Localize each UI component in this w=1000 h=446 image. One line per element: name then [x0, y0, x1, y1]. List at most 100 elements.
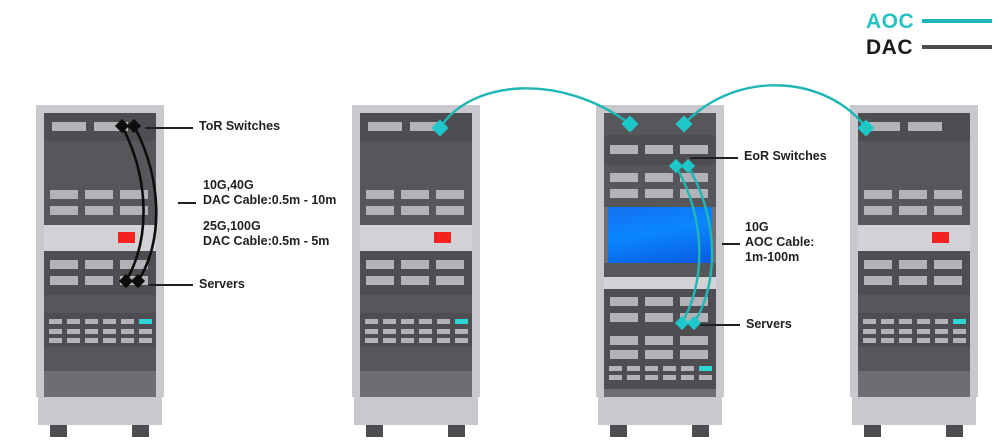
rack-leg [366, 425, 383, 437]
rack-4 [850, 105, 978, 437]
leader-eor-switches [690, 157, 738, 159]
eor-switch-shelf [604, 135, 716, 165]
port-active [953, 319, 966, 324]
server-slot [120, 206, 148, 215]
rack-inner [858, 113, 970, 397]
server-bay-lower [44, 251, 156, 295]
rack-base [598, 397, 722, 425]
server-slot [120, 190, 148, 199]
server-group-upper [44, 181, 156, 225]
legend-line-aoc [922, 19, 992, 23]
blank-panel [858, 295, 970, 313]
port-grid-panel [44, 313, 156, 347]
label-dac-spec-2: 25G,100G DAC Cable:0.5m - 5m [203, 219, 330, 248]
rack-3-eor [596, 105, 724, 437]
switch-shelf [858, 113, 970, 141]
server-group-upper [604, 165, 716, 207]
rack-base [852, 397, 976, 425]
server-slot [50, 206, 78, 215]
divider-panel [44, 225, 156, 251]
switch-slot [368, 122, 402, 131]
switch-slot [908, 122, 942, 131]
switch-slot [94, 122, 128, 131]
rack-leg [864, 425, 881, 437]
server-slot [50, 260, 78, 269]
blank-panel [44, 141, 156, 181]
divider-panel [360, 225, 472, 251]
label-servers-right: Servers [746, 317, 792, 331]
rack-leg [610, 425, 627, 437]
port-active [455, 319, 468, 324]
monitor-bezel [604, 263, 716, 277]
server-slot [50, 276, 78, 285]
blank-panel [44, 347, 156, 371]
leader-servers-left [148, 284, 193, 286]
rack-inner [44, 113, 156, 397]
eor-switch-slot [680, 145, 708, 154]
label-tor-switches: ToR Switches [199, 119, 281, 133]
top-panel [604, 113, 716, 135]
divider-panel [604, 277, 716, 289]
rack-leg [692, 425, 709, 437]
server-slot [85, 206, 113, 215]
server-slot [85, 260, 113, 269]
leader-tor-switches [145, 127, 193, 129]
blank-panel [44, 295, 156, 313]
rack-base [38, 397, 162, 425]
tor-switch-shelf [44, 113, 156, 141]
label-eor-switches: EoR Switches [744, 149, 827, 163]
server-group-upper [858, 181, 970, 225]
legend-label-aoc: AOC [866, 9, 915, 33]
rack-frame [850, 105, 978, 397]
legend-label-dac: DAC [866, 35, 913, 59]
rack-leg [946, 425, 963, 437]
rack-inner [360, 113, 472, 397]
port-grid-panel [604, 363, 716, 389]
rack-base [354, 397, 478, 425]
status-led [932, 232, 949, 243]
rack-frame [596, 105, 724, 397]
rack-frame [352, 105, 480, 397]
blank-panel [858, 141, 970, 181]
divider-panel [858, 225, 970, 251]
server-bay-lower-2 [604, 333, 716, 363]
status-led [118, 232, 135, 243]
leader-aoc-spec [722, 243, 740, 245]
leader-servers-right [700, 324, 740, 326]
eor-switch-slot [645, 145, 673, 154]
server-slot [120, 276, 148, 285]
legend: AOC DAC [866, 8, 996, 60]
blank-panel [858, 347, 970, 371]
rack-inner [604, 113, 716, 397]
port-grid-panel [858, 313, 970, 347]
legend-item-dac: DAC [866, 34, 996, 60]
server-bay-lower [360, 251, 472, 295]
switch-shelf [360, 113, 472, 141]
port-active [699, 366, 712, 371]
blank-panel [360, 347, 472, 371]
server-bay-lower [604, 289, 716, 333]
legend-item-aoc: AOC [866, 8, 996, 34]
rack-2 [352, 105, 480, 437]
port-grid-panel [360, 313, 472, 347]
status-led [434, 232, 451, 243]
blank-panel [360, 141, 472, 181]
leader-dac-spec-1 [178, 202, 196, 204]
blank-panel [360, 295, 472, 313]
switch-slot [866, 122, 900, 131]
rack-frame [36, 105, 164, 397]
server-slot [50, 190, 78, 199]
server-bay-lower [858, 251, 970, 295]
label-aoc-spec: 10G AOC Cable: 1m-100m [745, 220, 815, 264]
server-slot [85, 190, 113, 199]
label-dac-spec-1: 10G,40G DAC Cable:0.5m - 10m [203, 178, 337, 207]
port-active [139, 319, 152, 324]
switch-slot [410, 122, 444, 131]
label-servers-left: Servers [199, 277, 245, 291]
legend-line-dac [922, 45, 992, 49]
rack-leg [50, 425, 67, 437]
switch-slot [52, 122, 86, 131]
rack-leg [132, 425, 149, 437]
rack-1-tor [36, 105, 164, 437]
